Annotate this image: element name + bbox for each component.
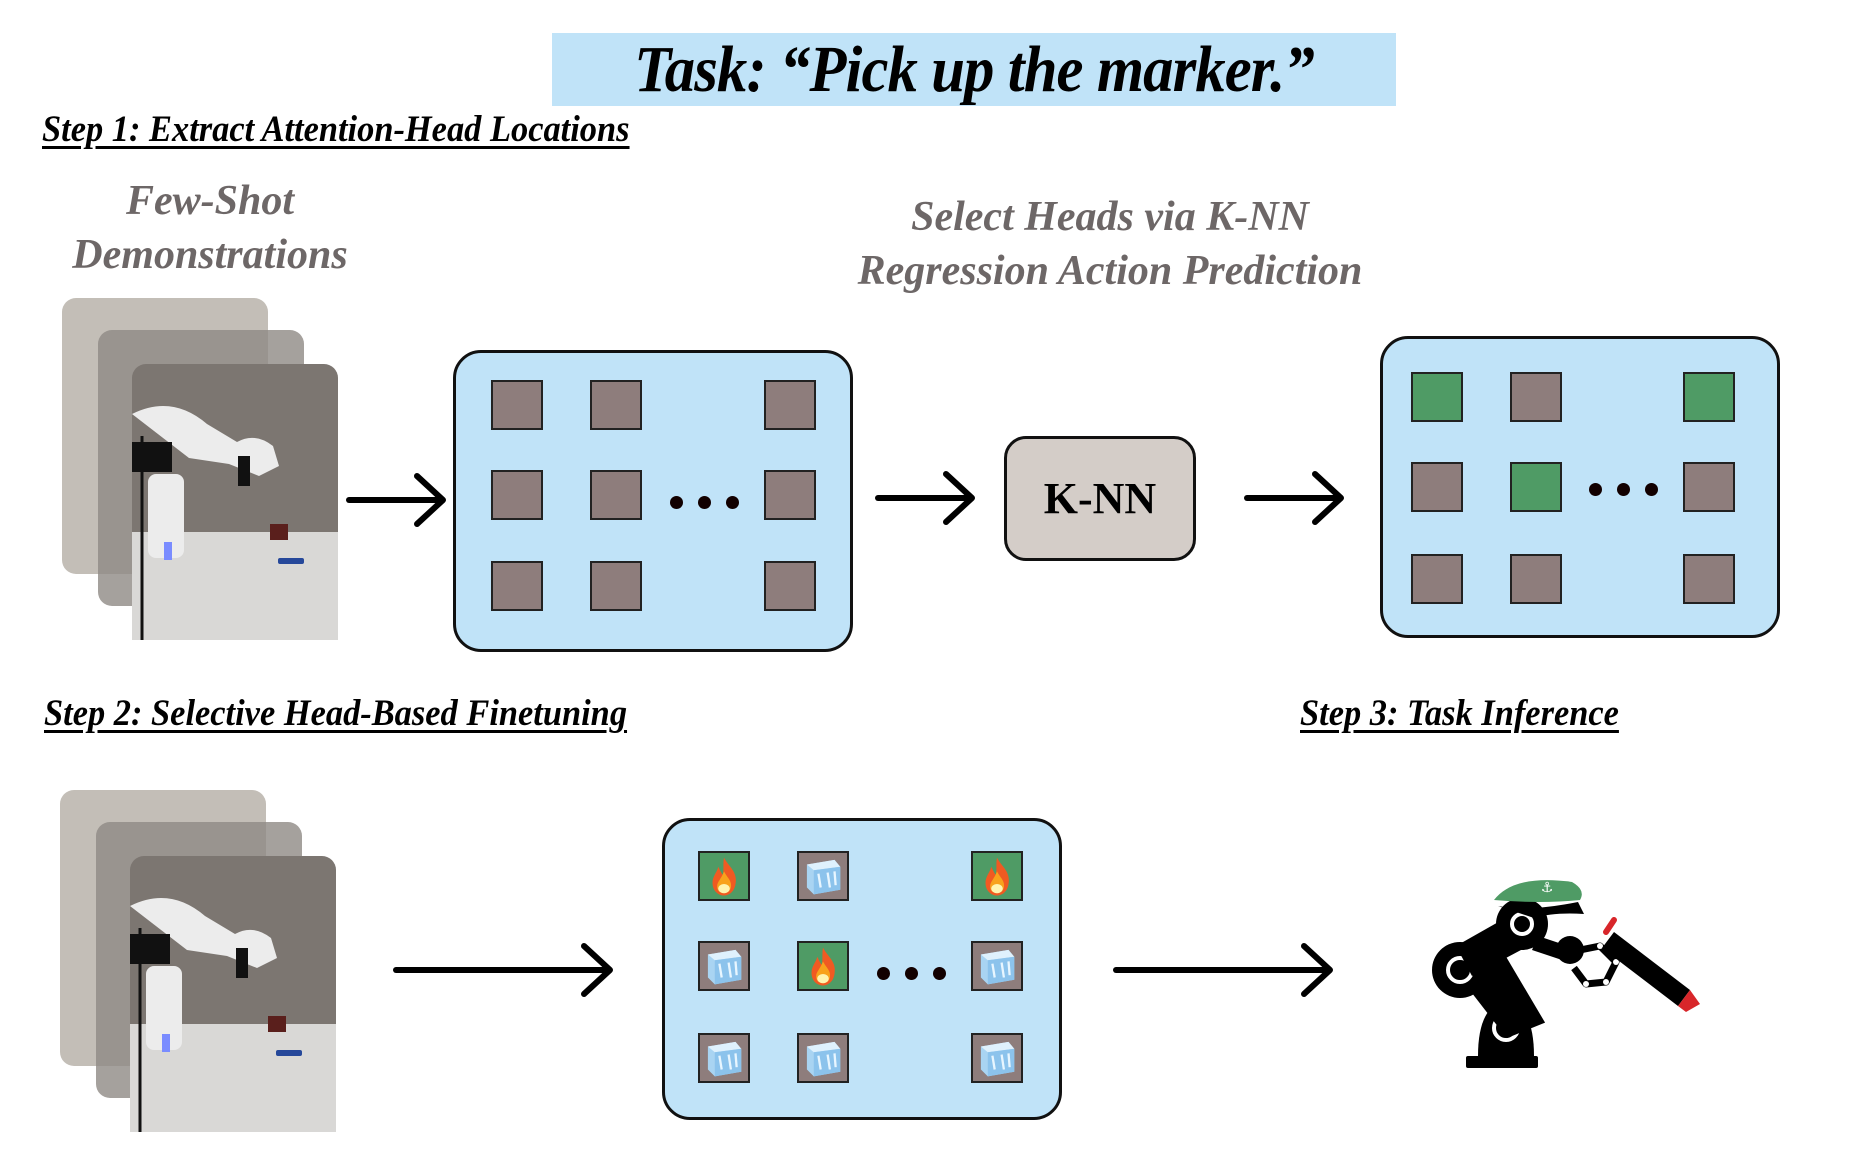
trainable-head <box>698 851 750 901</box>
knn-box: K-NN <box>1004 436 1196 561</box>
ellipsis-icon <box>1589 483 1658 496</box>
attention-head <box>1683 462 1735 512</box>
attention-head <box>1510 372 1562 422</box>
arrow-right-icon <box>346 473 446 527</box>
select-caption-line1: Select Heads via K-NN <box>911 194 1309 240</box>
step2-heading: Step 2: Selective Head-Based Finetuning <box>44 693 628 734</box>
frozen-head <box>698 941 750 991</box>
attention-head <box>764 561 816 611</box>
ellipsis-icon <box>877 967 946 980</box>
svg-text:⚓: ⚓ <box>1541 880 1554 896</box>
select-heads-caption: Select Heads via K-NN Regression Action … <box>800 190 1420 298</box>
attention-head <box>1411 554 1463 604</box>
frozen-head <box>971 941 1023 991</box>
attention-head <box>1683 554 1735 604</box>
frozen-head <box>797 1033 849 1083</box>
ellipsis-icon <box>670 496 739 509</box>
ice-cube-icon <box>707 949 742 985</box>
attention-head <box>1510 554 1562 604</box>
fire-icon <box>712 857 736 896</box>
fire-icon <box>811 947 835 986</box>
demos-caption: Few-Shot Demonstrations <box>40 174 380 282</box>
arrow-right-icon <box>875 471 975 525</box>
trainable-head <box>971 851 1023 901</box>
robot-arm-icon: ⚓ <box>1432 880 1700 1068</box>
selected-heads-grid <box>1380 336 1780 638</box>
demos-caption-line1: Few-Shot <box>125 178 295 224</box>
arrow-right-icon <box>1244 471 1344 525</box>
selected-head <box>1411 372 1463 422</box>
select-caption-line2: Regression Action Prediction <box>857 248 1363 294</box>
step1-heading: Step 1: Extract Attention-Head Locations <box>42 109 630 150</box>
robot-demo-photos <box>62 298 338 640</box>
attention-head <box>491 561 543 611</box>
finetune-heads-grid <box>662 818 1062 1120</box>
ice-cube-icon <box>806 859 841 895</box>
task-title: Task: “Pick up the marker.” <box>634 33 1315 106</box>
frozen-head <box>797 851 849 901</box>
attention-head <box>1411 462 1463 512</box>
selected-head <box>1510 462 1562 512</box>
ice-cube-icon <box>707 1041 742 1077</box>
attention-head <box>491 380 543 430</box>
attention-head <box>764 380 816 430</box>
attention-heads-grid <box>453 350 853 652</box>
title-banner <box>552 33 1396 106</box>
demos-caption-line2: Demonstrations <box>72 232 348 278</box>
trainable-head <box>797 941 849 991</box>
demo-photo-stack-1 <box>60 296 350 646</box>
step3-heading: Step 3: Task Inference <box>1300 693 1619 734</box>
frozen-head <box>971 1033 1023 1083</box>
attention-head <box>590 561 642 611</box>
arrow-right-icon <box>393 943 613 997</box>
robot-demo-photos <box>60 790 336 1132</box>
attention-head <box>491 470 543 520</box>
fire-icon <box>985 857 1009 896</box>
demo-photo-stack-2 <box>58 788 348 1138</box>
arrow-right-icon <box>1113 943 1333 997</box>
attention-head <box>590 380 642 430</box>
frozen-head <box>698 1033 750 1083</box>
ice-cube-icon <box>980 949 1015 985</box>
ice-cube-icon <box>806 1041 841 1077</box>
ice-cube-icon <box>980 1041 1015 1077</box>
attention-head <box>590 470 642 520</box>
selected-head <box>1683 372 1735 422</box>
attention-head <box>764 470 816 520</box>
